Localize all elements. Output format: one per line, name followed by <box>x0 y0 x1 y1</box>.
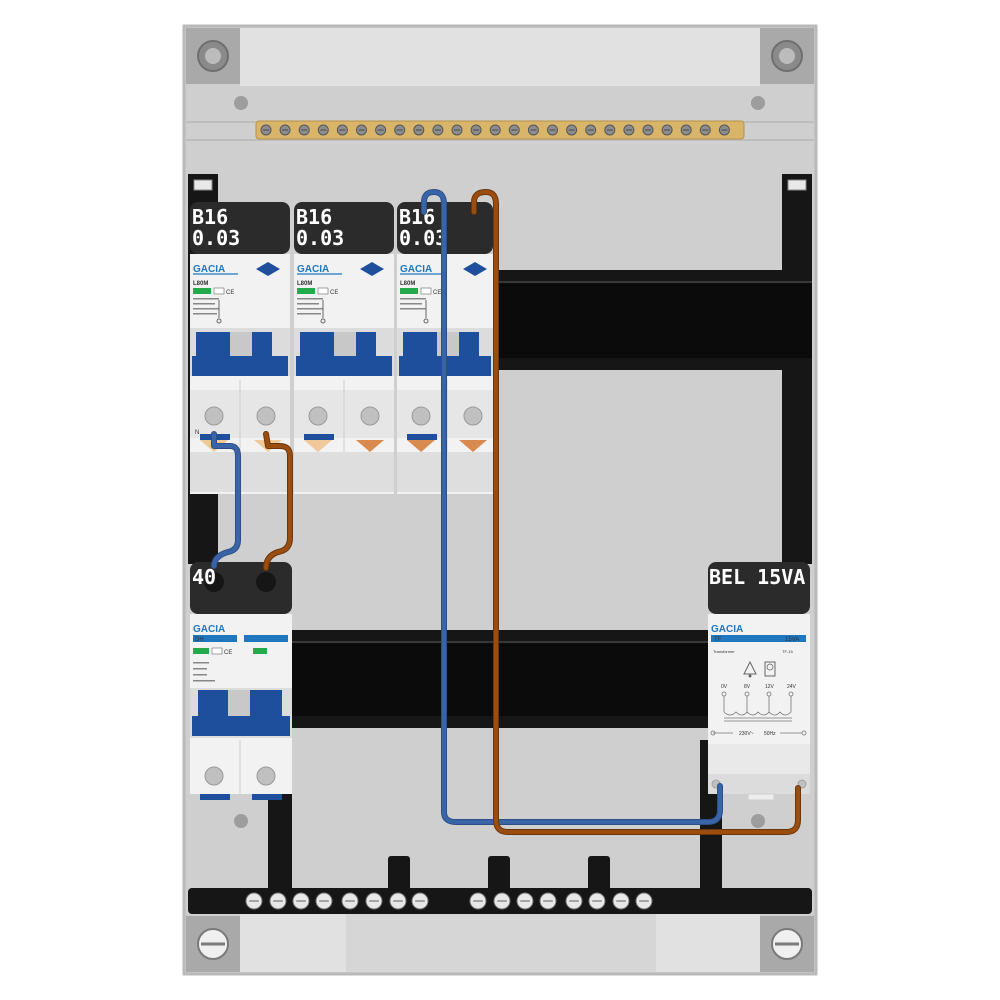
terminal-screw <box>360 406 380 426</box>
rcbo-rating: B16 <box>192 205 228 229</box>
terminal-screw <box>256 406 276 426</box>
tap-12v: 12V <box>765 684 775 690</box>
transformer-label: BEL 15VA <box>709 565 805 589</box>
transformer-frequency: 50Hz <box>764 731 776 737</box>
terminal-screw <box>256 766 276 786</box>
rcbo-model: L80M <box>193 281 208 287</box>
winding-symbol <box>721 691 794 722</box>
corner-screw-top-left <box>186 28 240 84</box>
rcbo-residual-current: 0.03 <box>399 226 447 250</box>
rcbo-model: L80M <box>400 281 415 287</box>
mounting-holes <box>234 96 765 828</box>
main-switch-rating: 40 <box>192 565 216 589</box>
indicator-window <box>297 288 315 294</box>
terminal-screw <box>411 406 431 426</box>
indicator-window <box>193 648 209 654</box>
main-switch-brand: GACIA <box>193 624 225 635</box>
rcbo-rating: B16 <box>296 205 332 229</box>
brand-logo-icon <box>360 262 384 276</box>
din-rail-lower <box>292 630 708 728</box>
corner-screw-bottom-right <box>760 916 814 972</box>
transformer-input-voltage: 230V~ <box>739 731 754 737</box>
rcbo-brand: GACIA <box>400 264 432 275</box>
terminal-screw <box>204 766 224 786</box>
brand-logo-icon <box>463 262 487 276</box>
rcbo-model: L80M <box>297 281 312 287</box>
main-switch-model: DH <box>195 637 204 643</box>
transformer-code: TF-15 <box>782 649 793 654</box>
main-switch[interactable]: 40 GACIA DH CE <box>190 562 292 800</box>
neutral-bar <box>188 740 812 914</box>
din-rail-upper <box>494 270 812 370</box>
indicator-window <box>400 288 418 294</box>
rcbo-rating: B16 <box>399 205 435 229</box>
rcbo-residual-current: 0.03 <box>296 226 344 250</box>
corner-screw-top-right <box>760 28 814 84</box>
tap-8v: 8V <box>744 684 751 690</box>
indicator-window <box>193 288 211 294</box>
rcbo-brand: GACIA <box>297 264 329 275</box>
ce-mark: CE <box>226 290 234 296</box>
terminal-n-label: N <box>195 430 199 436</box>
transformer-subtitle: Transformer <box>713 649 735 654</box>
tap-24v: 24V <box>787 684 797 690</box>
rcbo-breaker-2[interactable]: B16 0.03 GACIA L80M CE <box>294 202 394 494</box>
bell-transformer[interactable]: BEL 15VA GACIA TF 15VA Transformer TF-15… <box>708 562 810 801</box>
transformer-rating: 15VA <box>785 637 799 643</box>
earth-bar <box>255 120 745 140</box>
brand-logo-icon <box>256 262 280 276</box>
ce-mark: CE <box>330 290 338 296</box>
terminal-screw <box>463 406 483 426</box>
bell-icon <box>743 660 757 675</box>
tap-0v: 0V <box>721 684 728 690</box>
terminal-screw <box>308 406 328 426</box>
rcbo-residual-current: 0.03 <box>192 226 240 250</box>
rcbo-brand: GACIA <box>193 264 225 275</box>
corner-screw-bottom-left <box>186 916 240 972</box>
terminal-screw <box>204 406 224 426</box>
ce-mark: CE <box>433 290 441 296</box>
transformer-model: TF <box>714 637 722 643</box>
buzzer-icon <box>764 661 776 677</box>
wiring <box>211 189 801 835</box>
transformer-brand: GACIA <box>711 624 743 635</box>
ce-mark: CE <box>224 650 232 656</box>
